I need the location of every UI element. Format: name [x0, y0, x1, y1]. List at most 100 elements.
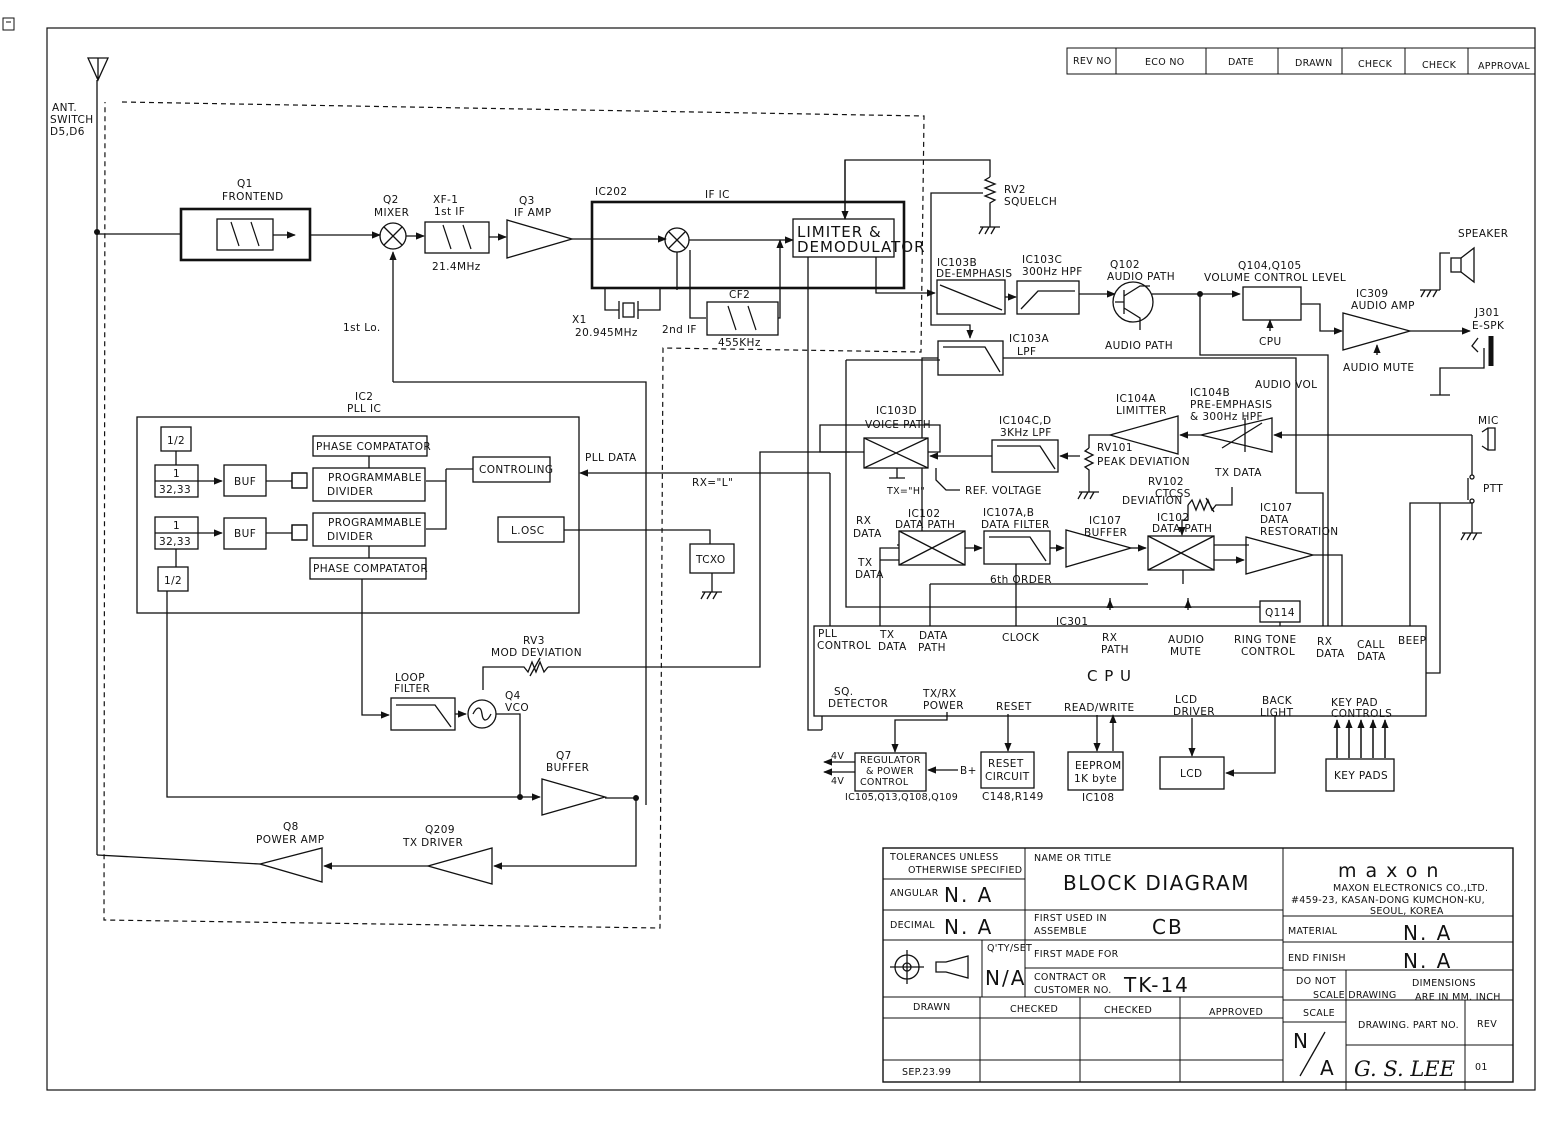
first-used1: FIRST USED IN	[1034, 913, 1107, 924]
ant-d5d6-label: D5,D6	[50, 126, 85, 138]
first-made-label: FIRST MADE FOR	[1034, 949, 1119, 960]
ic104a-ref: IC104A	[1116, 393, 1156, 405]
scale-n: N	[1293, 1029, 1310, 1053]
finish-value: N. A	[1403, 949, 1452, 973]
material-label: MATERIAL	[1288, 926, 1338, 937]
ic102a-name: DATA PATH	[895, 519, 955, 531]
cpu-sq2: DETECTOR	[828, 698, 888, 710]
dims1: DIMENSIONS	[1412, 978, 1476, 989]
rv101-name: PEAK DEVIATION	[1097, 456, 1190, 468]
company-line2: #459-23, KASAN-DONG KUMCHON-KU,	[1291, 895, 1485, 906]
ic107buf-name: BUFFER	[1084, 527, 1127, 539]
pll-buf-bot-box	[223, 517, 267, 550]
cpu-lcd2: DRIVER	[1173, 706, 1215, 718]
cpu-rx-data1: RX	[1317, 636, 1332, 648]
q2-ref: Q2	[383, 194, 399, 206]
pll-prog2a: PROGRAMMABLE	[328, 517, 422, 529]
cpu-txrx2: POWER	[923, 700, 964, 712]
pll-half-bot: 1/2	[164, 575, 182, 587]
material-value: N. A	[1403, 921, 1452, 945]
q209-ref: Q209	[425, 824, 455, 836]
checked1-label: CHECKED	[1010, 1004, 1058, 1015]
q3-ref: Q3	[519, 195, 535, 207]
q114-label: Q114	[1265, 607, 1295, 619]
ic103b-name: DE-EMPHASIS	[936, 268, 1012, 280]
ic102b-name: DATA PATH	[1152, 523, 1212, 535]
cpu-call1: CALL	[1357, 639, 1385, 651]
ic107buf-ref: IC107	[1089, 515, 1121, 527]
pll-buf2: BUF	[234, 528, 256, 540]
ic102-data-path-2-block	[1147, 535, 1215, 571]
contract2: CUSTOMER NO.	[1034, 985, 1112, 996]
cpu-title: C P U	[1087, 667, 1132, 685]
ptt-switch-icon	[1460, 435, 1482, 541]
rev-no-header: REV NO	[1073, 56, 1112, 67]
q2-mixer-symbol	[379, 222, 407, 250]
ic202-ref: IC202	[595, 186, 627, 198]
pll-div-bot2: 32,33	[159, 536, 191, 548]
ic107-restoration-symbol	[1245, 536, 1316, 575]
ref-voltage-label: REF. VOLTAGE	[965, 485, 1042, 497]
finish-label: END FINISH	[1288, 953, 1346, 964]
eco-no-header: ECO NO	[1145, 57, 1185, 68]
xf1-ref: XF-1	[433, 194, 458, 206]
check-header-2: CHECK	[1422, 60, 1457, 71]
cpu-clock: CLOCK	[1002, 632, 1040, 644]
pll-phase2: PHASE COMPATATOR	[313, 563, 428, 575]
ic309-audio-amp-symbol	[1342, 312, 1413, 351]
q104-cpu-label: CPU	[1259, 336, 1282, 348]
regulator-v2: 4V	[831, 776, 844, 787]
pll-half-top-box	[160, 426, 192, 452]
ic202-name: IF IC	[705, 189, 730, 201]
regulator-v1: 4V	[831, 751, 844, 762]
pll-ref: IC2	[355, 391, 373, 403]
lcd-block	[1159, 756, 1225, 790]
qty-value: N/A	[985, 966, 1026, 990]
q209-name: TX DRIVER	[402, 837, 463, 849]
eeprom-block	[1067, 751, 1124, 791]
lcd-label: LCD	[1180, 768, 1202, 780]
ic107ab-ref: IC107A,B	[983, 507, 1034, 519]
ic104a-name: LIMITTER	[1116, 405, 1167, 417]
q7-name: BUFFER	[546, 762, 589, 774]
ic104cd-lpf-block	[991, 439, 1059, 473]
ic107-buffer-symbol	[1065, 529, 1134, 568]
q3-name: IF AMP	[514, 207, 551, 219]
loop-filter-line1: LOOP	[395, 672, 425, 684]
dims2: ARE IN MM. INCH	[1415, 992, 1501, 1003]
pll-div-top: 1	[173, 468, 180, 480]
tx-data-label: TX DATA	[1214, 467, 1262, 479]
regulator-line2: & POWER	[866, 766, 914, 777]
rv102-name1: CTCSS	[1155, 488, 1191, 500]
approval-header: APPROVAL	[1478, 61, 1530, 72]
cpu-pll-control1: PLL	[818, 628, 837, 640]
q8-name: POWER AMP	[256, 834, 324, 846]
q4-vco-icon	[467, 699, 497, 729]
ic104b-name2: & 300Hz HPF	[1190, 411, 1263, 423]
pll-data-label: PLL DATA	[585, 452, 637, 464]
ant-switch-label: SWITCH	[50, 114, 94, 126]
rx-data1-label: RX	[856, 515, 871, 527]
regulator-block	[854, 752, 927, 792]
cpu-ring2: CONTROL	[1241, 646, 1295, 658]
border-corner-mark	[2, 17, 15, 31]
tx-data1-label: TX	[857, 557, 872, 569]
pll-div-bot: 1	[173, 520, 180, 532]
ic103b-ref: IC103B	[937, 257, 977, 269]
speaker-label: SPEAKER	[1458, 228, 1508, 240]
cpu-back2: LIGHT	[1260, 707, 1294, 719]
cpu-audio-mute2: MUTE	[1170, 646, 1201, 658]
xf1-filter-block	[424, 221, 490, 254]
q104-name: VOLUME CONTROL LEVEL	[1204, 272, 1346, 284]
scale-a: A	[1320, 1056, 1336, 1080]
second-if-label: 2nd IF	[662, 324, 697, 336]
keypad-bus	[1333, 719, 1389, 758]
drawing-date: SEP.23.99	[902, 1067, 951, 1078]
first-used-value: CB	[1152, 915, 1184, 939]
contract-value: TK-14	[1123, 973, 1190, 997]
x1-ref: X1	[572, 314, 587, 326]
pll-prog1a: PROGRAMMABLE	[328, 472, 422, 484]
jack-j301-icon	[1430, 336, 1494, 396]
part-no-label: DRAWING. PART NO.	[1358, 1020, 1459, 1031]
